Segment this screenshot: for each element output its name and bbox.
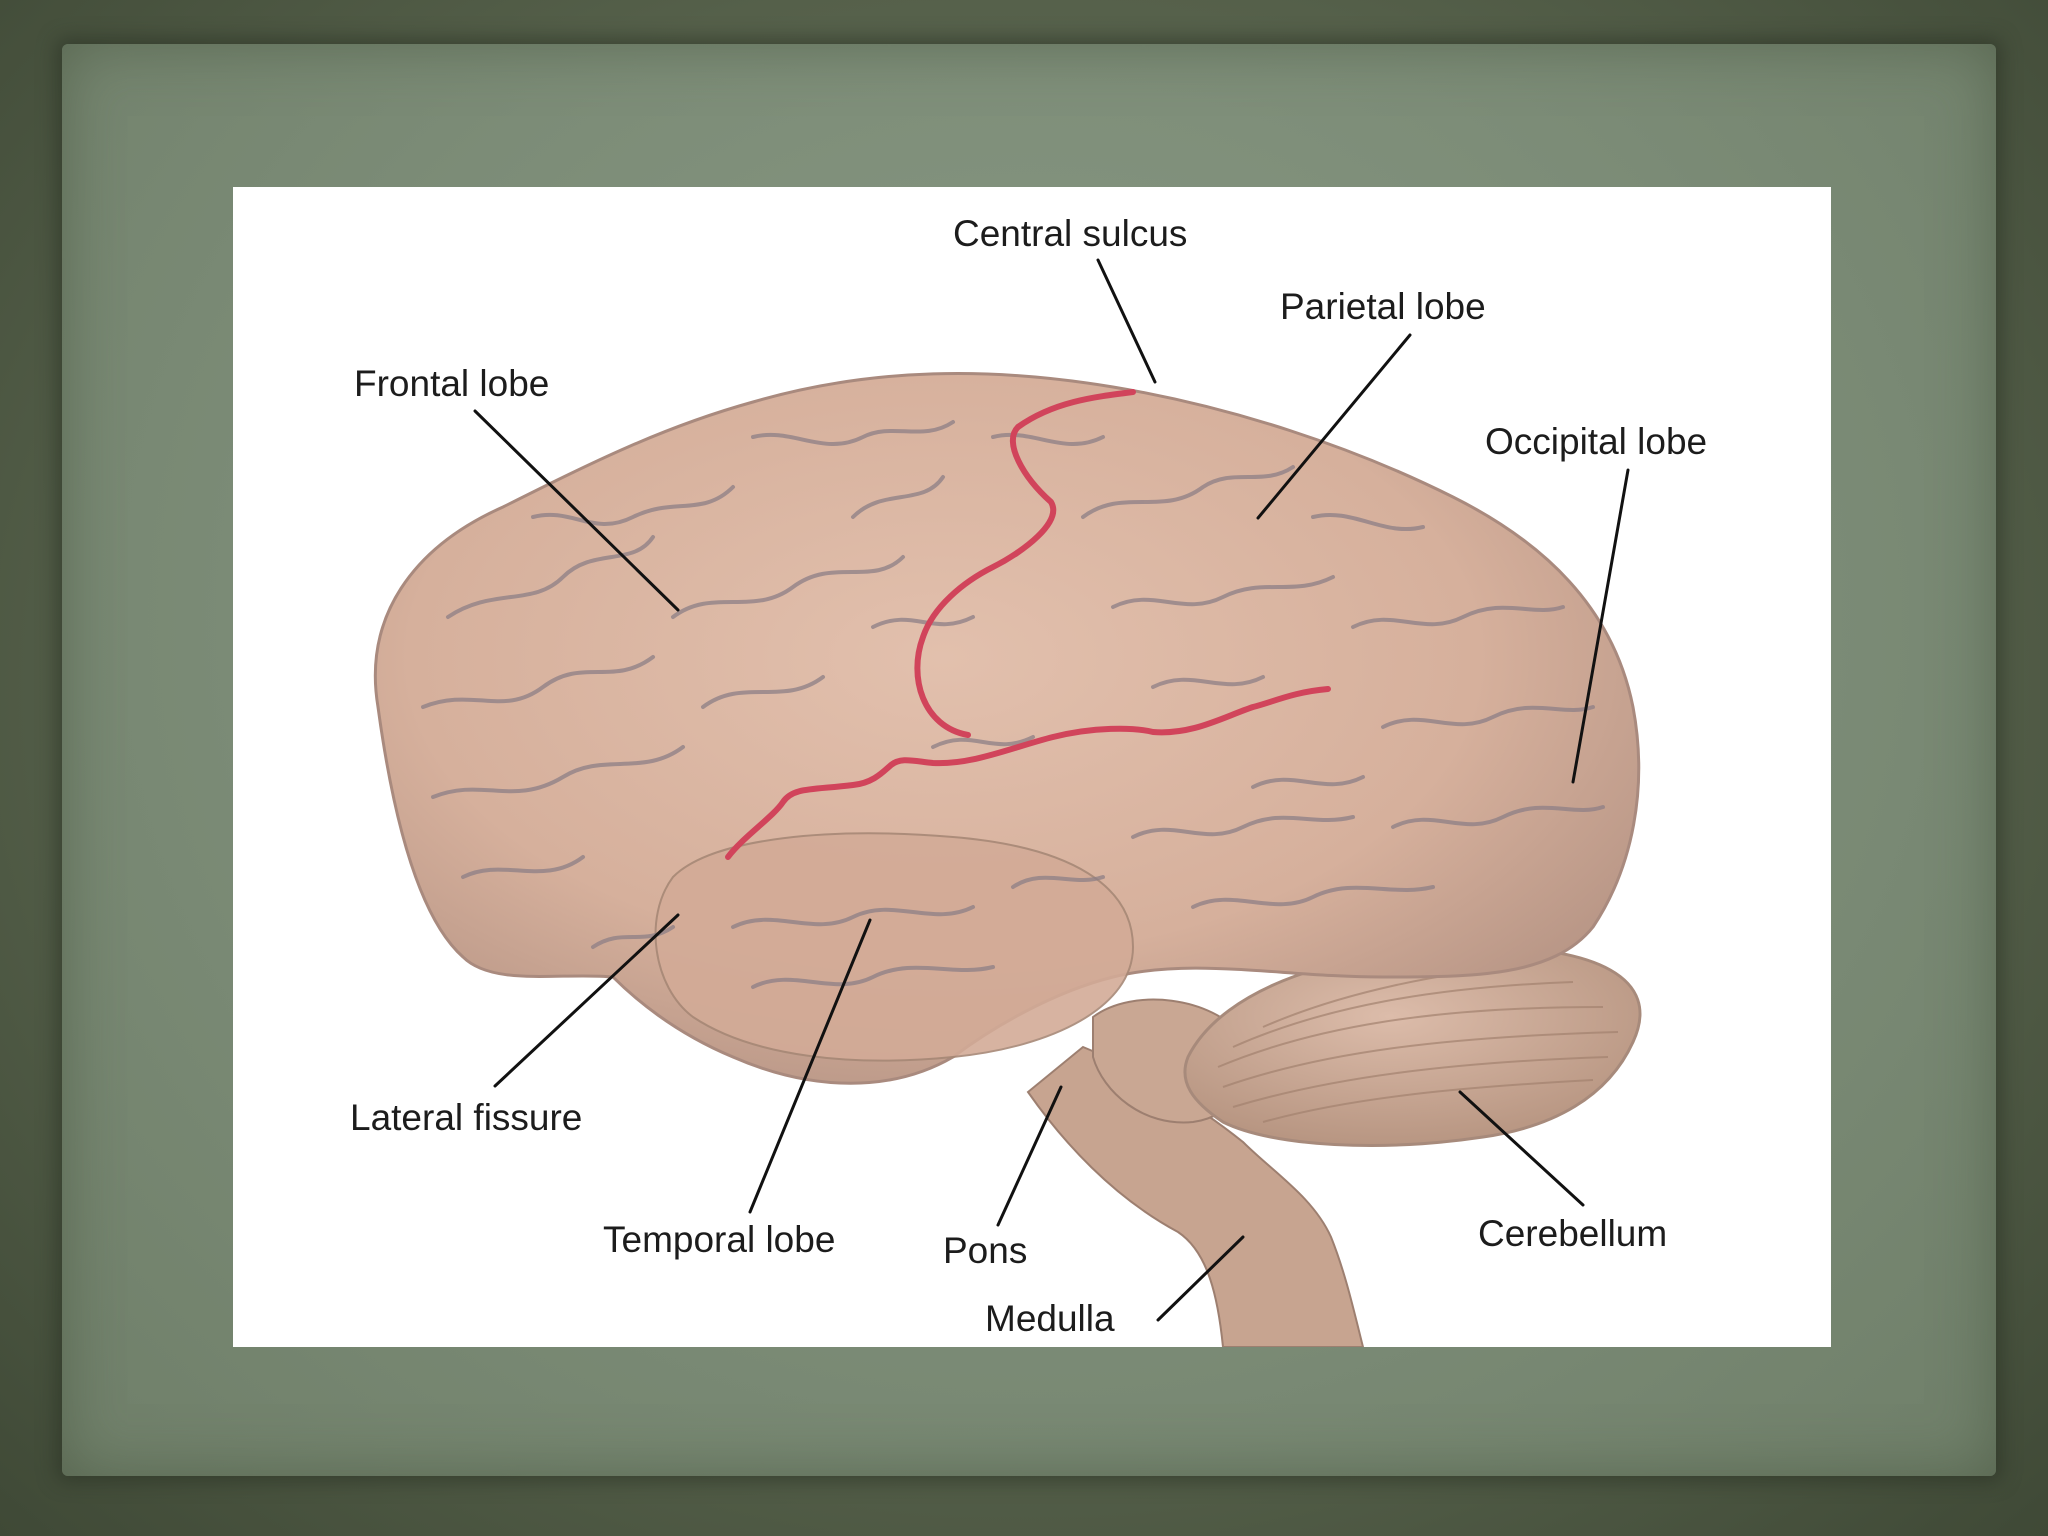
leader-cerebellum (1458, 1090, 1585, 1207)
brain-illustration (373, 258, 1642, 1347)
label-parietal-lobe: Parietal lobe (1280, 286, 1486, 327)
label-cerebellum: Cerebellum (1478, 1213, 1668, 1254)
label-central-sulcus: Central sulcus (953, 213, 1188, 254)
brain-figure: Central sulcus Parietal lobe Frontal lob… (233, 187, 1831, 1347)
leader-lateral-fissure (493, 913, 680, 1088)
leader-lines (473, 258, 1630, 1322)
leader-temporal-lobe (748, 918, 872, 1214)
label-temporal-lobe: Temporal lobe (603, 1219, 836, 1260)
temporal-lobe-shape (654, 832, 1135, 1062)
leader-medulla (1156, 1235, 1245, 1322)
leader-occipital-lobe (1571, 468, 1630, 784)
leader-parietal-lobe (1256, 333, 1412, 520)
leader-frontal-lobe (473, 409, 680, 612)
label-medulla: Medulla (985, 1298, 1115, 1339)
cortex-sulci (421, 420, 1605, 989)
lateral-fissure-line (725, 686, 1331, 860)
leader-pons (996, 1085, 1063, 1227)
sulcus-highlight-lines (725, 389, 1331, 860)
central-sulcus-line (914, 389, 1136, 738)
label-lateral-fissure: Lateral fissure (350, 1097, 583, 1138)
label-frontal-lobe: Frontal lobe (354, 363, 550, 404)
label-pons: Pons (943, 1230, 1028, 1271)
label-occipital-lobe: Occipital lobe (1485, 421, 1708, 462)
leader-central-sulcus (1096, 258, 1157, 384)
